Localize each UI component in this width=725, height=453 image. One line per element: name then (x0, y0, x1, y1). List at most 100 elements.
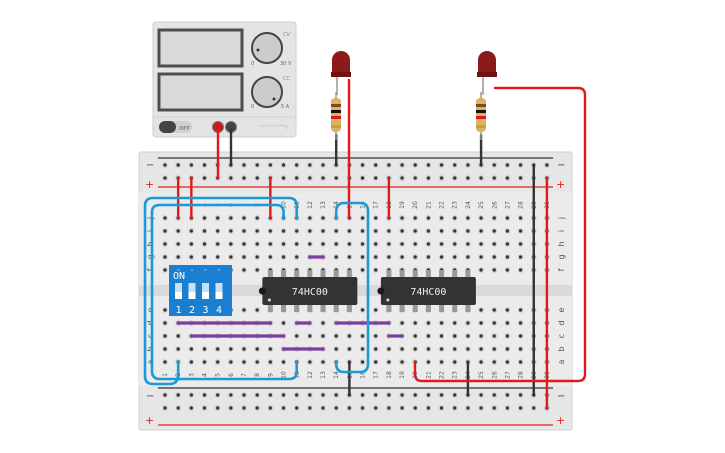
row-letter: g (146, 254, 155, 259)
hole-center (439, 255, 444, 259)
column-number: 18 (386, 371, 393, 379)
hole-center (360, 255, 365, 259)
power-switch[interactable]: OFF (159, 121, 192, 133)
chip-notch (258, 287, 266, 295)
row-letter: j (146, 217, 155, 220)
hole-center (163, 321, 167, 325)
red-led[interactable] (477, 51, 497, 95)
hole-center (268, 242, 272, 246)
voltage-knob[interactable] (251, 32, 283, 64)
row-letter: b (146, 346, 155, 351)
hole-center (347, 347, 351, 351)
hole-center (492, 393, 496, 397)
dip-switch-toggle[interactable] (188, 292, 196, 299)
hole-center (374, 308, 378, 312)
chip-pin (333, 270, 339, 278)
dip-switch-toggle[interactable] (215, 292, 223, 299)
current-knob[interactable] (251, 76, 283, 108)
hole-center (216, 216, 220, 220)
hole-center (387, 393, 391, 397)
column-number: 23 (452, 371, 459, 379)
hole-center (413, 229, 417, 233)
hole-center (413, 216, 417, 220)
hole-center (426, 242, 430, 246)
hole-center (295, 163, 299, 167)
column-number: 26 (491, 201, 498, 209)
hole-center (505, 406, 510, 410)
hole-center (439, 176, 444, 180)
chip-74hc00[interactable]: 74HC00 (258, 270, 358, 312)
rail-plus-label: + (145, 178, 154, 191)
wire[interactable] (143, 196, 298, 386)
hole-center (268, 163, 272, 167)
column-number: 22 (439, 371, 446, 379)
hole-center (492, 406, 496, 410)
row-letter: j (557, 217, 566, 220)
hole-center (413, 334, 417, 338)
hole-center (479, 176, 483, 180)
resistor[interactable] (476, 92, 486, 140)
hole-center (163, 308, 167, 312)
chip-label: 74HC00 (410, 287, 446, 298)
power-supply[interactable]: CV CC 0 30 V 0 5 A OFF VOLTAGE SUPPLY ⚡ (152, 21, 297, 138)
hole-center (413, 347, 417, 351)
hole-center (281, 406, 286, 410)
hole-center (321, 406, 325, 410)
cv-label: CV (283, 32, 290, 38)
hole-center (334, 347, 338, 351)
current-display (157, 72, 244, 112)
dip-switch-slot[interactable] (202, 283, 209, 299)
hole-center (413, 176, 417, 180)
row-letter: b (557, 346, 566, 351)
wire[interactable] (413, 86, 587, 383)
row-letter: i (146, 230, 155, 232)
hole-center (176, 163, 180, 167)
column-number: 25 (478, 201, 485, 209)
hole-center (532, 406, 536, 410)
hole-center (268, 255, 272, 259)
hole-center (505, 242, 510, 246)
wire[interactable] (334, 201, 370, 374)
hole-center (334, 255, 338, 259)
column-number: 21 (425, 371, 432, 379)
hole-center (453, 334, 457, 338)
column-number: 28 (518, 371, 525, 379)
dip-switch-toggle[interactable] (175, 292, 182, 299)
hole-center (466, 242, 470, 246)
row-letter: a (146, 359, 155, 364)
hole-center (334, 334, 338, 338)
hole-center (308, 334, 312, 338)
hole-center (202, 406, 207, 410)
hole-center (374, 268, 378, 272)
hole-center (308, 163, 312, 167)
hole-center (360, 406, 365, 410)
hole-center (202, 360, 207, 364)
hole-center (439, 216, 444, 220)
hole-center (374, 393, 378, 397)
dip-switch-slot[interactable] (188, 283, 196, 299)
hole-center (374, 216, 378, 220)
hole-center (505, 176, 510, 180)
lightning-icon: ⚡ (284, 124, 290, 134)
hole-center (347, 255, 351, 259)
dip-switch-slot[interactable] (175, 283, 182, 299)
resistor-band (476, 110, 486, 113)
hole-center (360, 360, 365, 364)
dip-switch-slot[interactable] (215, 283, 223, 299)
wire[interactable] (150, 203, 298, 381)
hole-center (492, 308, 496, 312)
hole-center (216, 255, 220, 259)
dip-switch-toggle[interactable] (202, 292, 209, 299)
resistor[interactable] (331, 92, 341, 140)
chip-pin (267, 270, 273, 278)
chip-74hc00[interactable]: 74HC00 (377, 270, 476, 312)
hole-center (453, 321, 457, 325)
hole-center (518, 308, 523, 312)
red-led[interactable] (331, 51, 351, 95)
hole-center (321, 163, 325, 167)
rail-minus-label: − (557, 160, 565, 171)
hole-center (466, 406, 470, 410)
hole-center (505, 255, 510, 259)
